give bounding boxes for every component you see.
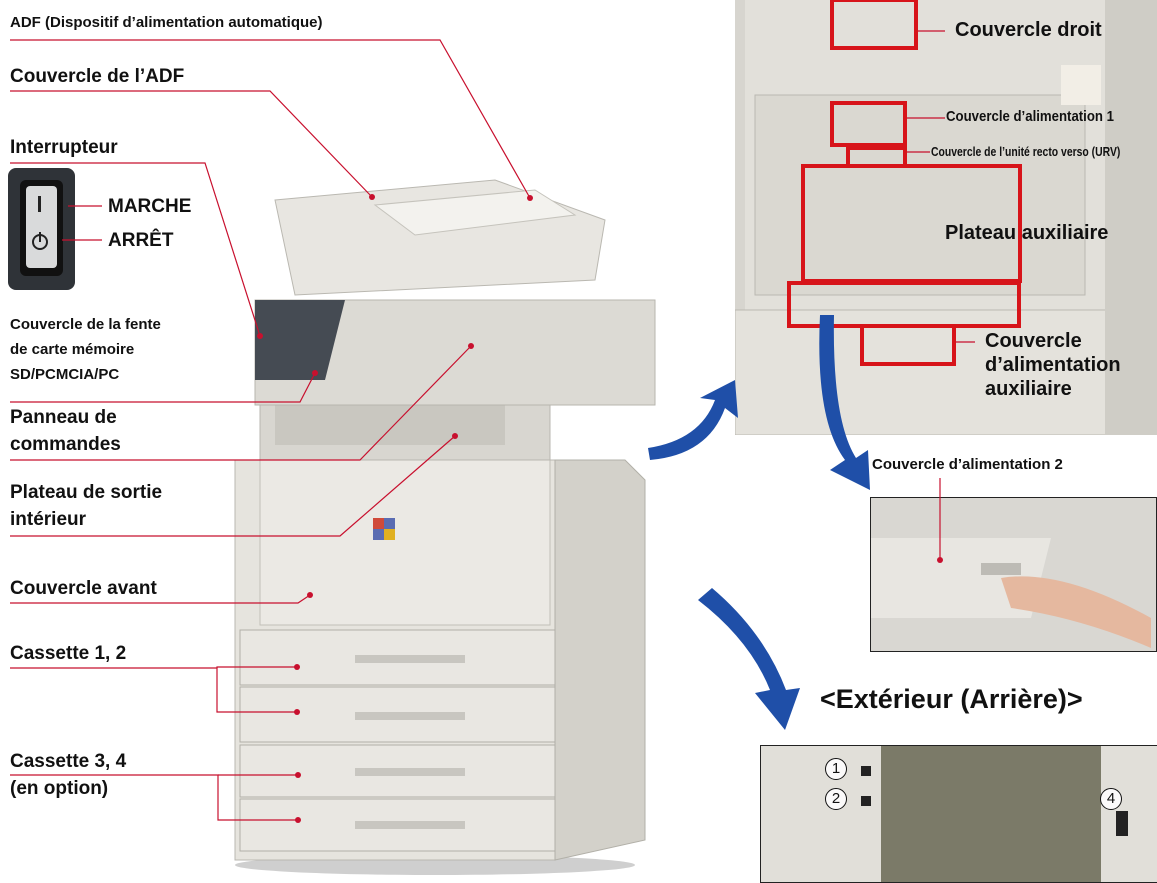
cassette-34-label: Cassette 3, 4 (en option) — [10, 750, 126, 800]
rear-port-1: 1 — [825, 758, 847, 780]
rear-port-2: 2 — [825, 788, 847, 810]
blue-arrows — [648, 315, 870, 730]
aux-feed-cover-label: Couvercle d’alimentation auxiliaire — [985, 330, 1121, 401]
front-cover-label: Couvercle avant — [10, 577, 157, 600]
adf-label: ADF (Dispositif d’alimentation automatiq… — [10, 14, 323, 32]
highlight-boxes — [789, 0, 1020, 364]
rear-heading: <Extérieur (Arrière)> — [820, 683, 1083, 715]
feed-cover-2-label: Couvercle d’alimentation 2 — [872, 456, 1063, 474]
rear-port-4: 4 — [1100, 788, 1122, 810]
feed-cover-1-label: Couvercle d’alimentation 1 — [946, 108, 1114, 126]
card-slot-cover-label: Couvercle de la fente de carte mémoire S… — [10, 316, 161, 384]
switch-off-label: ARRÊT — [108, 229, 173, 252]
switch-label: Interrupteur — [10, 136, 118, 159]
inner-tray-label: Plateau de sortie intérieur — [10, 481, 162, 531]
right-cover-label: Couvercle droit — [955, 19, 1102, 42]
adf-cover-label: Couvercle de l’ADF — [10, 65, 184, 88]
cassette-12-label: Cassette 1, 2 — [10, 642, 126, 665]
aux-tray-label: Plateau auxiliaire — [945, 222, 1108, 245]
switch-on-label: MARCHE — [108, 195, 191, 218]
duplex-cover-label: Couvercle de l’unité recto verso (URV) — [931, 144, 1120, 160]
control-panel-label: Panneau de commandes — [10, 406, 121, 456]
